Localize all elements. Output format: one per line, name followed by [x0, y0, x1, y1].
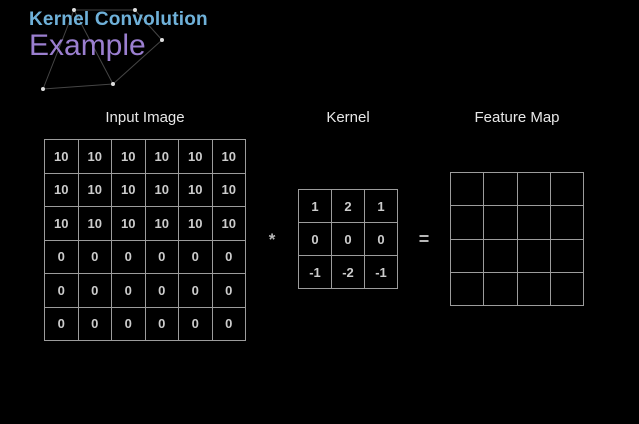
input-image-cell: 0 [144, 239, 179, 274]
input-image-cell: 10 [77, 139, 112, 174]
kernel-cell: -2 [331, 255, 365, 289]
feature-map-cell [516, 271, 551, 307]
input-image-cell: 10 [178, 206, 213, 241]
input-image-cell: 10 [111, 139, 146, 174]
input-image-cell: 10 [144, 172, 179, 207]
input-image-cell: 10 [44, 139, 79, 174]
input-image-cell: 0 [144, 273, 179, 308]
input-image-cell: 0 [178, 273, 213, 308]
input-image-cell: 10 [111, 206, 146, 241]
kernel-label: Kernel [326, 109, 370, 126]
input-image-cell: 10 [144, 139, 179, 174]
kernel-cell: 2 [331, 189, 365, 223]
feature-map-cell [449, 171, 485, 207]
slide-subtitle: Example [29, 29, 146, 62]
input-image-cell: 0 [111, 273, 146, 308]
input-image-cell: 0 [144, 306, 179, 341]
input-image-cell: 0 [211, 306, 246, 341]
input-image-cell: 10 [211, 139, 246, 174]
feature-map-cell [483, 271, 518, 307]
input-image-cell: 0 [178, 239, 213, 274]
feature-map-cell [549, 205, 585, 240]
input-image-cell: 10 [211, 206, 246, 241]
kernel-cell: 0 [364, 222, 398, 256]
input-image-cell: 10 [178, 139, 213, 174]
equals-operator: = [418, 228, 430, 249]
feature-map-cell [483, 238, 518, 273]
input-image-cell: 0 [77, 273, 112, 308]
kernel-cell: 0 [298, 222, 332, 256]
input-image-cell: 10 [111, 172, 146, 207]
feature-map-cell [516, 205, 551, 240]
input-image-cell: 10 [178, 172, 213, 207]
feature-map-cell [516, 171, 551, 207]
kernel-cell: 1 [298, 189, 332, 223]
slide-title: Kernel Convolution [29, 9, 208, 30]
input-image-cell: 0 [44, 273, 79, 308]
input-image-cell: 0 [111, 306, 146, 341]
input-image-cell: 0 [211, 239, 246, 274]
input-image-cell: 10 [44, 206, 79, 241]
input-image-cell: 0 [77, 239, 112, 274]
input-image-cell: 10 [77, 172, 112, 207]
feature-map-cell [449, 238, 485, 273]
input-image-cell: 10 [211, 172, 246, 207]
feature-map-cell [549, 271, 585, 307]
feature-map-cell [516, 238, 551, 273]
feature-map-cell [549, 171, 585, 207]
feature-map-cell [483, 171, 518, 207]
kernel-cell: -1 [364, 255, 398, 289]
convolution-operator: * [268, 230, 276, 249]
kernel-cell: 0 [331, 222, 365, 256]
input-image-cell: 0 [211, 273, 246, 308]
input-image-cell: 10 [77, 206, 112, 241]
input-image-cell: 10 [144, 206, 179, 241]
feature-map-cell [449, 205, 485, 240]
kernel-cell: -1 [298, 255, 332, 289]
input-image-cell: 0 [44, 306, 79, 341]
input-image-cell: 0 [178, 306, 213, 341]
feature-map-cell [483, 205, 518, 240]
input-image-cell: 0 [77, 306, 112, 341]
feature-map-cell [449, 271, 485, 307]
feature-map-grid [449, 171, 585, 307]
feature-map-cell [549, 238, 585, 273]
title-block: Kernel Convolution Example [29, 9, 208, 62]
feature-map-label: Feature Map [474, 109, 560, 126]
input-image-label: Input Image [105, 109, 185, 126]
kernel-cell: 1 [364, 189, 398, 223]
input-image-cell: 0 [111, 239, 146, 274]
input-image-cell: 10 [44, 172, 79, 207]
network-graph-decoration-icon [41, 8, 164, 91]
input-image-cell: 0 [44, 239, 79, 274]
